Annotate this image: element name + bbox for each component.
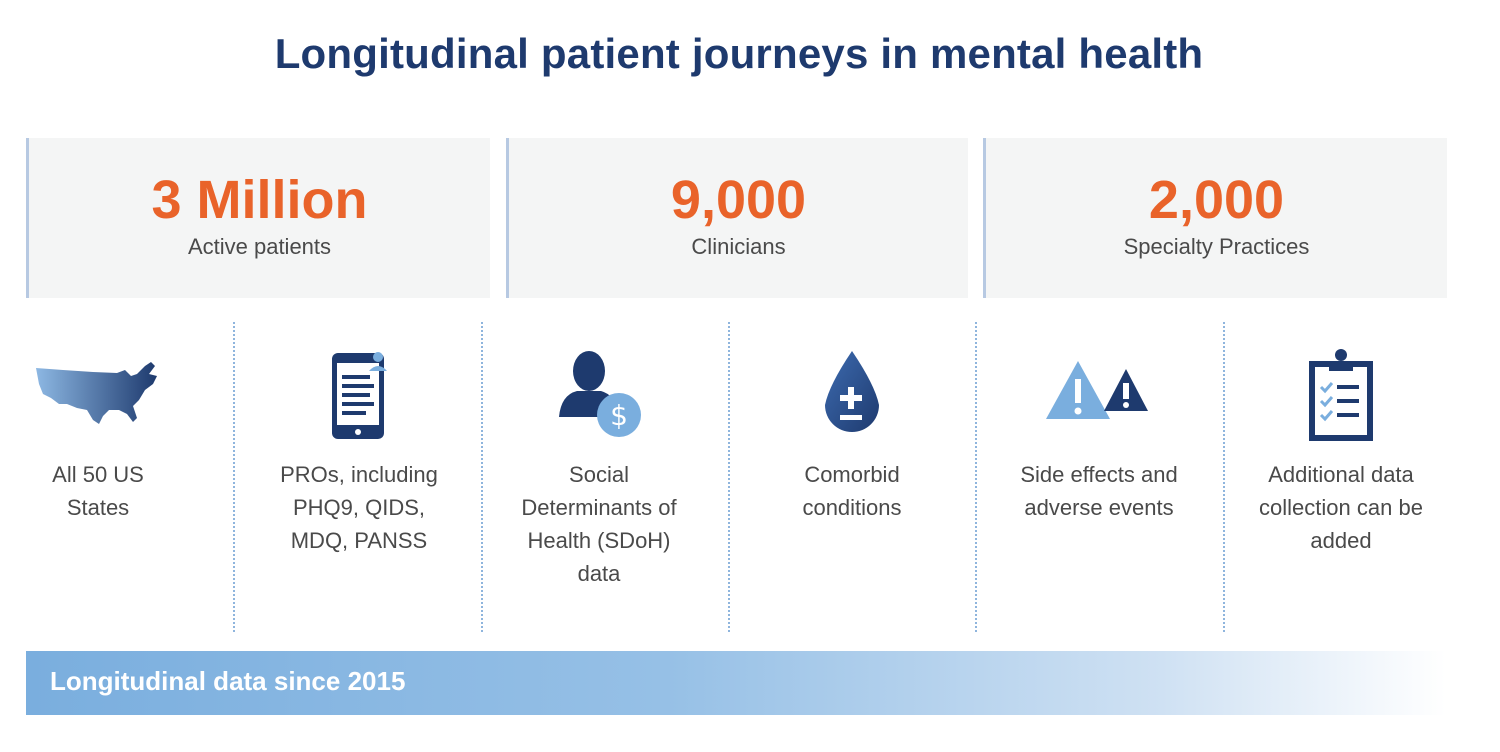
feature-label: Comorbid conditions [802, 462, 902, 520]
feature-label: All 50 US States [52, 462, 144, 520]
column-divider [975, 322, 977, 632]
us-map-icon [0, 340, 196, 450]
feature-comorbid: Comorbid conditions [730, 330, 974, 630]
feature-states: All 50 US States [0, 330, 196, 630]
plus-minus-drop-icon [730, 340, 974, 450]
warning-icon [977, 340, 1221, 450]
footer-banner: Longitudinal data since 2015 [26, 651, 1446, 715]
footer-banner-text: Longitudinal data since 2015 [50, 666, 406, 696]
stat-value: 3 Million [151, 170, 368, 230]
page-title: Longitudinal patient journeys in mental … [274, 30, 1204, 77]
column-divider [233, 322, 235, 632]
stat-value: 2,000 [1148, 170, 1285, 230]
stat-label: Active patients [187, 234, 332, 259]
feature-pros: PROs, including PHQ9, QIDS, MDQ, PANSS [236, 330, 482, 630]
feature-sdoh: $ Social Determinants of Health (SDoH) d… [481, 330, 717, 630]
column-divider [481, 322, 483, 632]
stat-panel-clinicians: 9,000 Clinicians [506, 138, 968, 298]
stat-value: 9,000 [670, 170, 807, 230]
feature-label: Additional data collection can be added [1259, 462, 1423, 553]
stat-label: Specialty Practices [1123, 234, 1310, 259]
feature-label: Side effects and adverse events [1020, 462, 1178, 520]
column-divider [728, 322, 730, 632]
feature-side-effects: Side effects and adverse events [977, 330, 1221, 630]
column-divider [1223, 322, 1225, 632]
feature-additional-data: Additional data collection can be added [1225, 330, 1457, 630]
person-dollar-icon: $ [481, 340, 717, 450]
feature-label: Social Determinants of Health (SDoH) dat… [521, 462, 677, 586]
mobile-survey-icon [236, 340, 482, 450]
clipboard-checklist-icon [1225, 340, 1457, 450]
stat-panel-practices: 2,000 Specialty Practices [983, 138, 1447, 298]
stat-panel-patients: 3 Million Active patients [26, 138, 490, 298]
svg-text:$: $ [610, 399, 628, 432]
feature-label: PROs, including PHQ9, QIDS, MDQ, PANSS [280, 462, 438, 553]
stat-label: Clinicians [691, 234, 786, 259]
